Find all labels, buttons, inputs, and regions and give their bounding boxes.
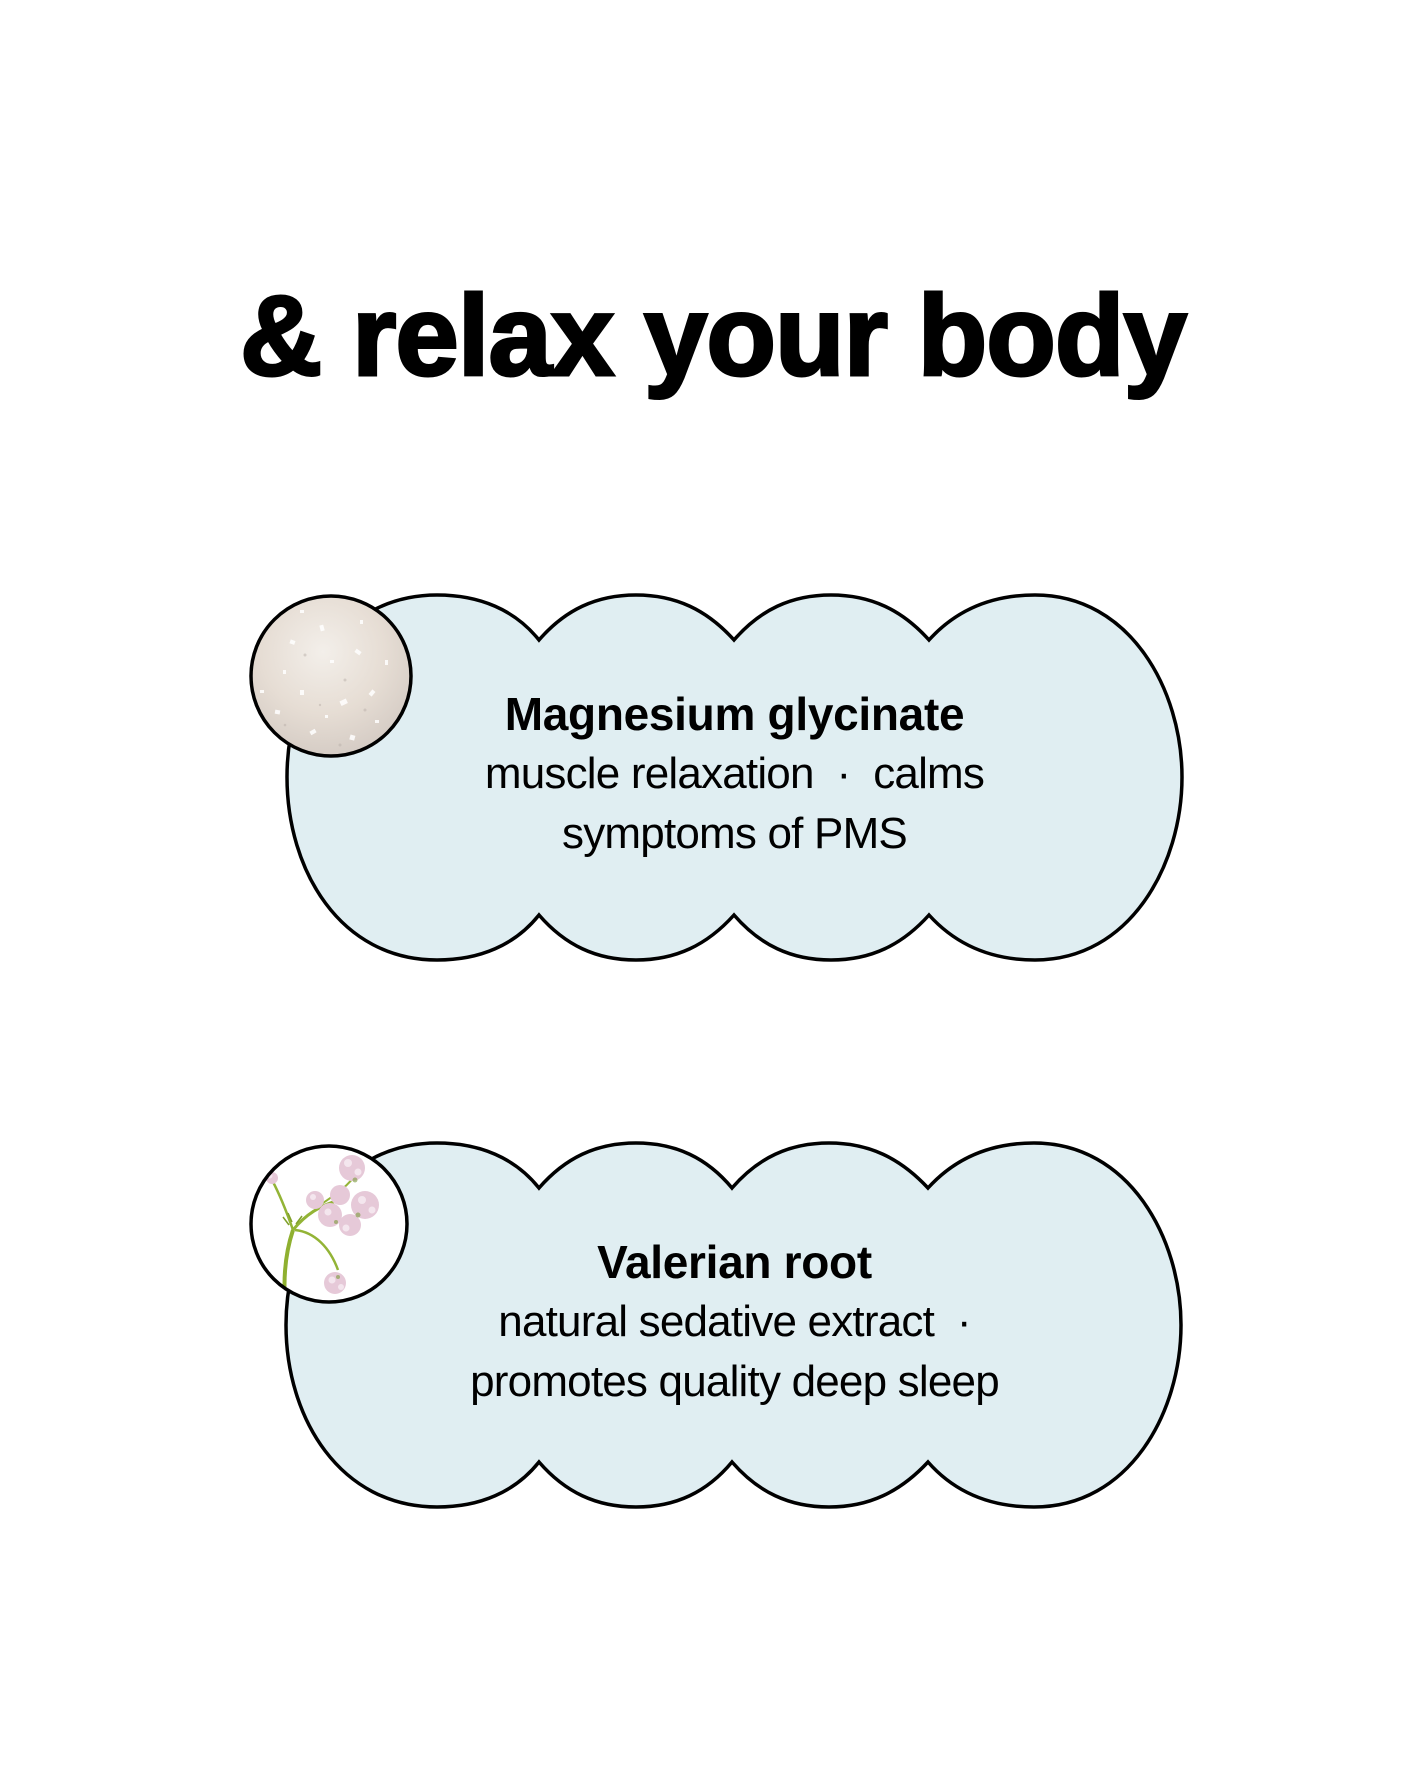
card-description: natural sedative extract · promotes qual… <box>287 1292 1182 1412</box>
description-line: natural sedative extract · <box>498 1297 971 1346</box>
card-magnesium <box>249 593 1184 962</box>
card-valerian <box>249 1141 1183 1509</box>
cloud-shape <box>285 593 1184 962</box>
magnesium-card-text: Magnesium glycinate muscle relaxation · … <box>287 684 1182 864</box>
card-description: muscle relaxation · calms symptoms of PM… <box>287 744 1182 864</box>
cloud-shape <box>284 1141 1183 1509</box>
valerian-card-text: Valerian root natural sedative extract ·… <box>287 1232 1182 1412</box>
headline: & relax your body <box>239 272 1189 402</box>
description-line: promotes quality deep sleep <box>470 1357 1000 1406</box>
card-title: Valerian root <box>597 1236 872 1288</box>
magnesium-powder-icon <box>249 594 413 758</box>
description-line: symptoms of PMS <box>562 809 908 858</box>
description-line: muscle relaxation · calms <box>484 749 985 798</box>
valerian-flower-icon <box>249 1144 409 1304</box>
card-title: Magnesium glycinate <box>504 688 965 740</box>
